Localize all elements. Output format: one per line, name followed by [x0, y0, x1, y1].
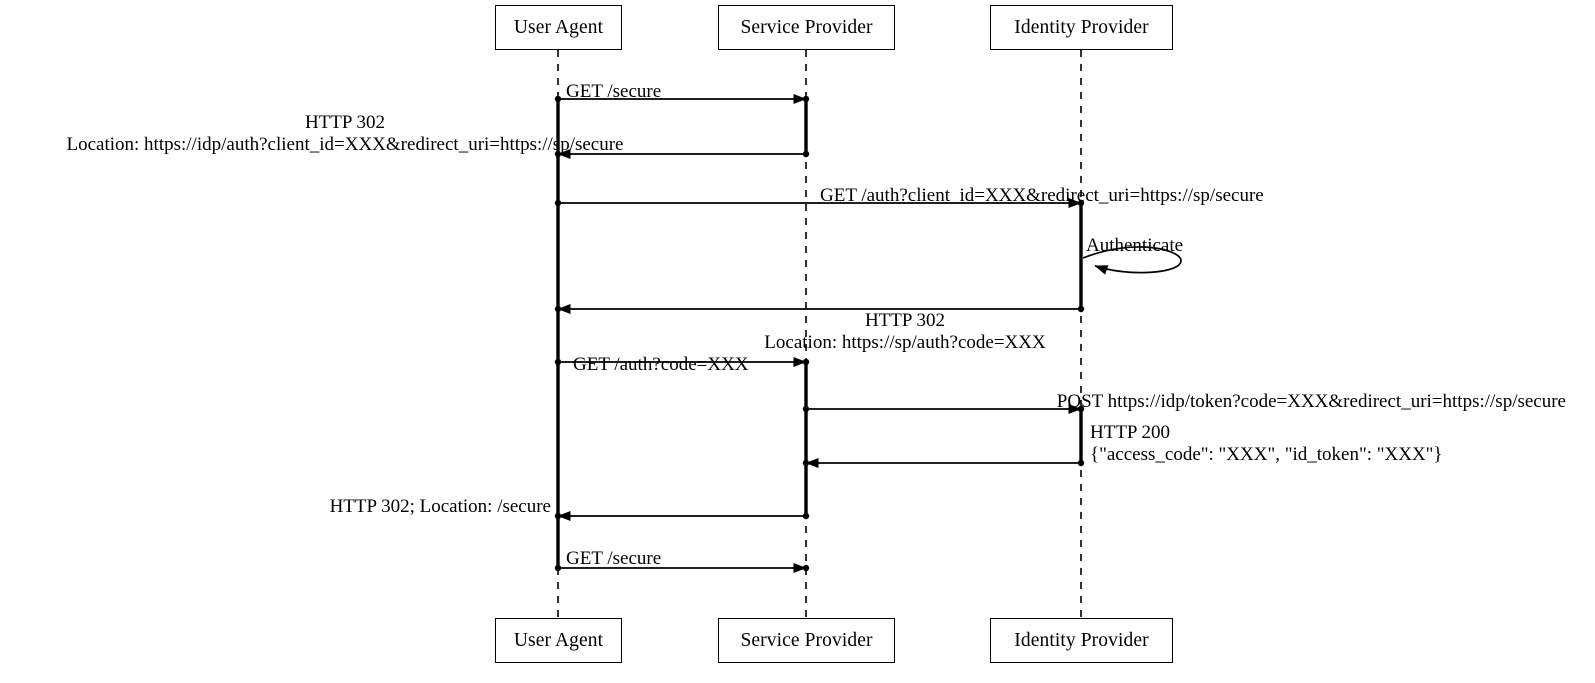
message-origin-dot	[554, 564, 562, 572]
participant-box-ua-bottom: User Agent	[495, 618, 622, 663]
messages-layer	[557, 94, 1182, 573]
participant-box-sp-bottom: Service Provider	[718, 618, 895, 663]
message-target-dot	[554, 512, 562, 520]
message-origin-dot	[554, 95, 562, 103]
activations-layer	[556, 99, 1083, 568]
message-label-line: Location: https://sp/auth?code=XXX	[764, 332, 1046, 353]
participant-label: User Agent	[513, 16, 604, 38]
message-target-dot	[802, 564, 810, 572]
message-target-dot	[554, 150, 562, 158]
message-origin-dot	[802, 150, 810, 158]
message-origin-dot	[554, 199, 562, 207]
message-target-dot	[802, 459, 810, 467]
message-4	[1082, 246, 1182, 275]
participant-box-sp-top: Service Provider	[718, 5, 895, 50]
message-label-line: GET /auth?client_id=XXX&redirect_uri=htt…	[820, 185, 1264, 206]
message-label-1: GET /secure	[566, 81, 661, 102]
participant-label: Identity Provider	[1014, 629, 1149, 651]
message-origin-dot	[802, 405, 810, 413]
message-target-dot	[554, 305, 562, 313]
message-label-4: Authenticate	[1086, 235, 1183, 256]
message-label-line: POST https://idp/token?code=XXX&redirect…	[1056, 391, 1566, 412]
participant-box-idp-bottom: Identity Provider	[990, 618, 1173, 663]
participant-label: Identity Provider	[1014, 16, 1149, 38]
participant-label: Service Provider	[740, 16, 873, 38]
message-label-line: Authenticate	[1086, 235, 1184, 256]
participant-box-ua-top: User Agent	[495, 5, 622, 50]
message-label-line: HTTP 302; Location: /secure	[329, 496, 551, 517]
message-target-dot	[1077, 199, 1085, 207]
message-label-line: GET /secure	[566, 81, 662, 102]
message-label-8: HTTP 200{"access_code": "XXX", "id_token…	[1090, 422, 1443, 466]
message-origin-dot	[554, 358, 562, 366]
message-label-line: Location: https://idp/auth?client_id=XXX…	[66, 134, 624, 155]
message-label-6: GET /auth?code=XXX	[573, 354, 749, 375]
endpoints-layer	[554, 95, 1085, 572]
message-origin-dot	[1077, 305, 1085, 313]
participant-label: User Agent	[513, 629, 604, 651]
participant-label: Service Provider	[740, 629, 873, 651]
message-label-line: HTTP 302	[304, 112, 386, 133]
message-label-line: GET /auth?code=XXX	[573, 354, 749, 375]
message-origin-dot	[1077, 459, 1085, 467]
message-label-7: POST https://idp/token?code=XXX&redirect…	[1057, 391, 1566, 412]
participant-box-idp-top: Identity Provider	[990, 5, 1173, 50]
message-label-line: GET /secure	[566, 548, 662, 569]
message-label-3: GET /auth?client_id=XXX&redirect_uri=htt…	[820, 185, 1264, 206]
message-label-9: HTTP 302; Location: /secure	[330, 496, 551, 517]
message-label-line: HTTP 302	[864, 310, 946, 331]
message-target-dot	[1077, 405, 1085, 413]
message-label-10: GET /secure	[566, 548, 661, 569]
message-target-dot	[802, 95, 810, 103]
message-label-line: {"access_code": "XXX", "id_token": "XXX"…	[1090, 444, 1443, 465]
self-message-loop	[1082, 246, 1182, 275]
message-label-line: HTTP 200	[1090, 422, 1171, 443]
message-origin-dot	[802, 512, 810, 520]
message-target-dot	[802, 358, 810, 366]
